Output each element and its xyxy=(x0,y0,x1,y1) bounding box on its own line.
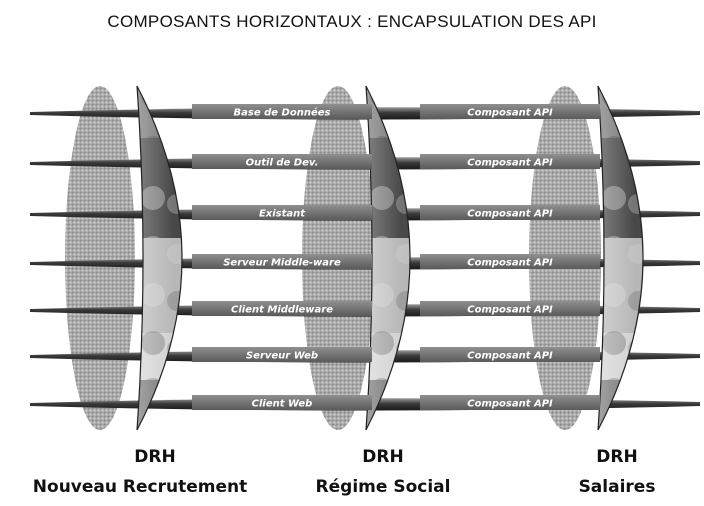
layer-left-label: Serveur Middle-ware xyxy=(223,258,341,269)
lens-salaires xyxy=(593,84,697,431)
layer-right-label: Composant API xyxy=(467,158,553,169)
app-3-line2: Salaires xyxy=(579,477,656,497)
lens-highlight xyxy=(593,86,697,430)
layer-right-label: Composant API xyxy=(467,209,553,220)
app-1-line2: Nouveau Recrutement xyxy=(33,477,247,497)
layer-right-label: Composant API xyxy=(467,258,553,269)
back-disc-1 xyxy=(65,86,135,430)
layer-right-label: Composant API xyxy=(467,305,553,316)
layer-left-label: Existant xyxy=(259,209,306,220)
layer-left-label: Base de Données xyxy=(234,107,331,119)
layer-right-label: Composant API xyxy=(467,399,553,410)
app-3-line1: DRH xyxy=(596,447,637,467)
layer-left-label: Serveur Web xyxy=(246,351,318,362)
layer-left-label: Client Web xyxy=(252,399,313,410)
layer-right-label: Composant API xyxy=(467,351,553,362)
layer-left-label: Outil de Dev. xyxy=(246,158,319,169)
lens-blob xyxy=(628,92,648,112)
layer-right-label: Composant API xyxy=(467,108,553,119)
app-2-line1: DRH xyxy=(362,447,403,467)
app-1-line1: DRH xyxy=(134,447,175,467)
app-2-line2: Régime Social xyxy=(316,477,451,497)
layer-left-label: Client Middleware xyxy=(231,305,333,316)
